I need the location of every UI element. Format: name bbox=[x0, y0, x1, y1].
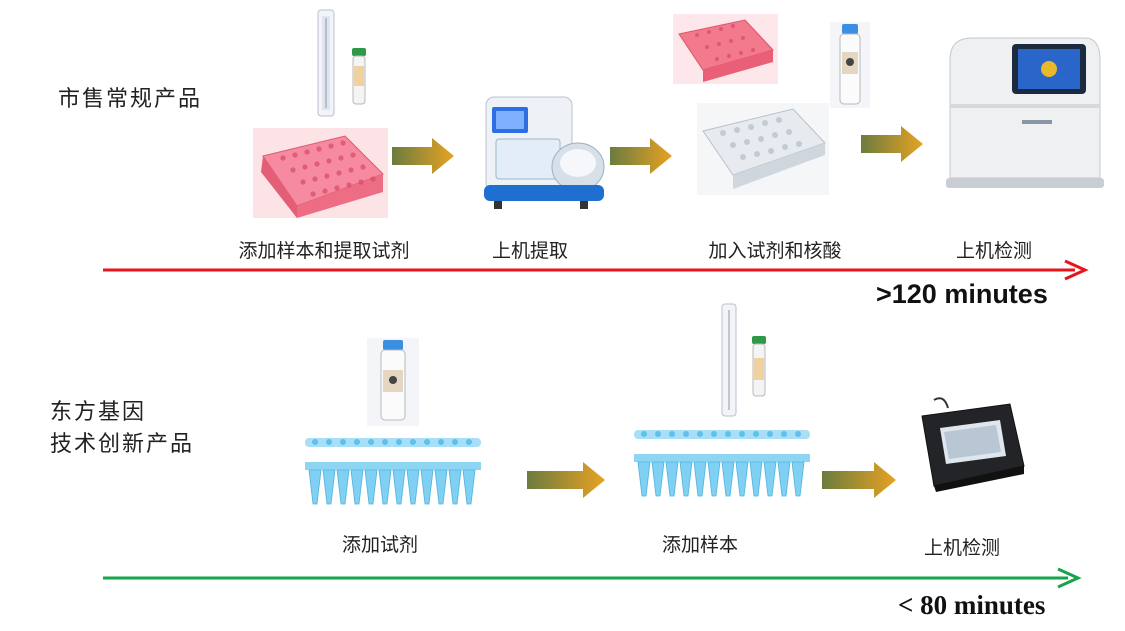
step-label-add-reagent: 添加试剂 bbox=[341, 534, 418, 556]
innovative-section-title-line2: 技术创新产品 bbox=[50, 432, 195, 457]
step-label-instrument-detection-2: 上机检测 bbox=[923, 537, 1000, 559]
red-deep-well-plate-image bbox=[253, 128, 388, 218]
reagent-vial-image bbox=[830, 22, 870, 108]
pcr-tube-strip-image-2 bbox=[634, 430, 810, 497]
step-label-instrument-detection: 上机检测 bbox=[955, 240, 1032, 262]
flow-arrow-1 bbox=[392, 138, 454, 174]
portable-pcr-instrument-image bbox=[921, 397, 1025, 492]
conventional-section-title: 市售常规产品 bbox=[58, 87, 203, 112]
flow-arrow-4 bbox=[527, 462, 605, 498]
swab-tube-image-2 bbox=[721, 303, 766, 417]
swab-tube-image bbox=[317, 9, 366, 117]
step-label-instrument-extraction: 上机提取 bbox=[491, 240, 568, 262]
pcr-tube-strip-image-1 bbox=[305, 438, 481, 505]
pcr-plate-image bbox=[697, 103, 829, 195]
innovative-timeline-arrow bbox=[103, 567, 1082, 589]
step-label-add-sample-extraction: 添加样本和提取试剂 bbox=[238, 240, 410, 262]
flow-arrow-5 bbox=[822, 462, 896, 498]
extraction-instrument-image bbox=[484, 96, 605, 209]
flow-arrow-2 bbox=[610, 138, 672, 174]
conventional-duration: >120 minutes bbox=[876, 279, 1048, 309]
reagent-vial-image-2 bbox=[367, 338, 419, 426]
innovative-duration: < 80 minutes bbox=[898, 590, 1046, 620]
flow-arrow-3 bbox=[861, 126, 923, 162]
step-label-add-reagent-nucleic-acid: 加入试剂和核酸 bbox=[708, 240, 842, 262]
conventional-timeline-arrow bbox=[103, 259, 1089, 281]
qpcr-instrument-image bbox=[946, 37, 1104, 188]
step-label-add-sample: 添加样本 bbox=[661, 534, 738, 556]
innovative-section-title-line1: 东方基因 bbox=[50, 400, 147, 425]
red-reagent-plate-image bbox=[673, 14, 778, 84]
